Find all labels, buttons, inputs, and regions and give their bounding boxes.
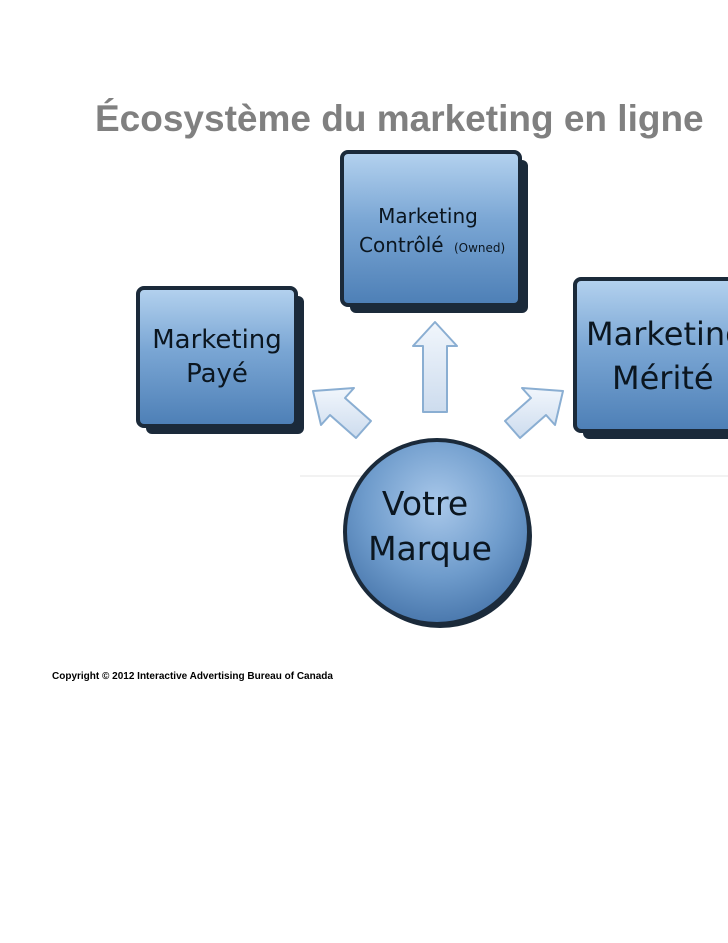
arrow-up-left-icon — [312, 387, 372, 439]
earned-marketing-node: Marketing Mérité — [573, 277, 728, 439]
paid-line1: Marketing — [152, 325, 282, 355]
earned-line2: Mérité — [612, 359, 714, 397]
owned-marketing-node: Marketing Contrôlé (Owned) — [340, 150, 528, 313]
arrow-up-right-icon — [504, 387, 564, 439]
owned-note: (Owned) — [454, 241, 505, 255]
svg-text:Contrôlé (Owned): Contrôlé (Owned) — [359, 233, 505, 257]
brand-line1: Votre — [382, 484, 468, 523]
earned-line1: Marketing — [586, 315, 728, 353]
owned-line2: Contrôlé — [359, 233, 444, 257]
arrow-up-icon — [412, 321, 458, 413]
brand-node: Votre Marque — [343, 438, 532, 628]
paid-line2: Payé — [186, 359, 248, 389]
page-title: Écosystème du marketing en ligne — [95, 98, 704, 139]
paid-marketing-node: Marketing Payé — [136, 286, 304, 434]
brand-line2: Marque — [368, 529, 492, 568]
owned-line1: Marketing — [378, 204, 478, 228]
copyright-notice: Copyright © 2012 Interactive Advertising… — [52, 671, 333, 682]
